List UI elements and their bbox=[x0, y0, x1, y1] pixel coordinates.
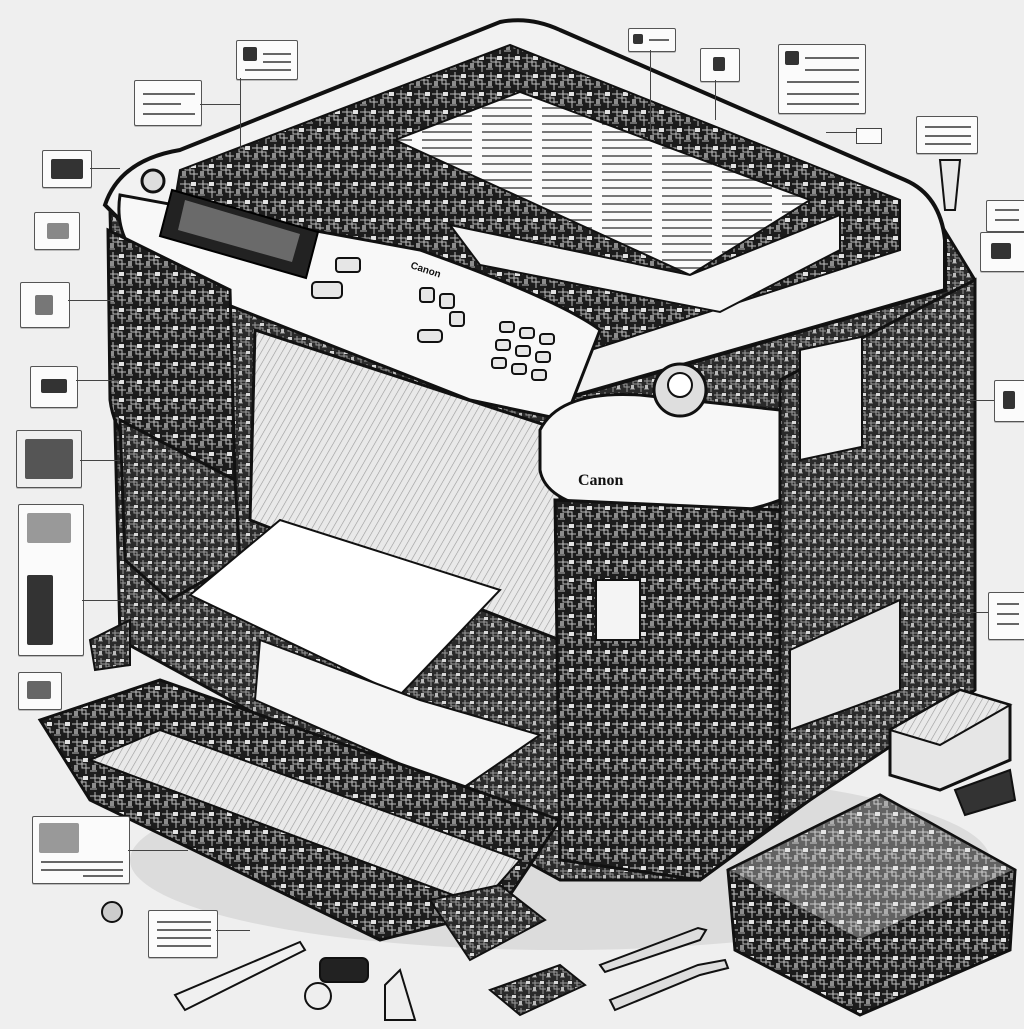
small-component-right bbox=[953, 768, 1017, 817]
paper-cassette-side bbox=[789, 598, 901, 732]
leader-line bbox=[240, 78, 241, 148]
callout-left-3 bbox=[20, 282, 70, 328]
leader-line bbox=[964, 400, 994, 401]
leader-line bbox=[856, 128, 882, 144]
leader-line bbox=[80, 460, 120, 461]
callout-top-right-2 bbox=[778, 44, 866, 114]
keypad bbox=[311, 257, 555, 381]
callout-left-6 bbox=[18, 504, 84, 656]
callout-left-2 bbox=[34, 212, 80, 250]
callout-top-center bbox=[628, 28, 676, 52]
front-brand-label: Canon bbox=[578, 472, 623, 489]
callout-right-4 bbox=[994, 380, 1024, 422]
roller-part bbox=[101, 901, 123, 923]
leader-line bbox=[200, 104, 240, 105]
document-curl bbox=[447, 213, 841, 314]
leader-line bbox=[128, 850, 188, 851]
callout-top-left-1 bbox=[236, 40, 298, 80]
callout-right-2 bbox=[986, 200, 1024, 232]
connector-part bbox=[88, 618, 131, 672]
leader-line bbox=[82, 600, 122, 601]
printed-sheet bbox=[188, 518, 502, 697]
chip-part bbox=[319, 957, 369, 983]
motor-part bbox=[428, 883, 547, 962]
leader-line bbox=[715, 80, 716, 120]
output-paper bbox=[253, 638, 543, 792]
board-part bbox=[488, 963, 587, 1017]
callout-top-left-2 bbox=[134, 80, 202, 126]
column-label-card bbox=[595, 579, 641, 641]
callout-left-1 bbox=[42, 150, 92, 188]
right-label-card bbox=[799, 335, 863, 462]
cartridge-block bbox=[887, 688, 1013, 792]
callout-right-3 bbox=[980, 232, 1024, 272]
callout-right-1 bbox=[916, 116, 978, 154]
leader-line bbox=[650, 50, 651, 130]
callout-top-right-1 bbox=[700, 48, 740, 82]
gear-part bbox=[304, 982, 332, 1010]
callout-bottom-center bbox=[148, 910, 218, 958]
bottle-part bbox=[384, 968, 417, 1021]
leader-line bbox=[68, 300, 114, 301]
leader-line bbox=[76, 380, 120, 381]
pen-tool bbox=[598, 926, 708, 974]
callout-right-5 bbox=[988, 592, 1024, 640]
leader-line bbox=[826, 132, 856, 133]
leader-line bbox=[216, 930, 250, 931]
leader-line bbox=[950, 612, 988, 613]
screwdriver-tool bbox=[608, 958, 730, 1012]
callout-bottom-left bbox=[32, 816, 130, 884]
nozzle-part bbox=[938, 159, 962, 211]
callout-left-4 bbox=[30, 366, 78, 408]
right-cutaway-column bbox=[553, 498, 782, 882]
leader-line bbox=[90, 168, 120, 169]
parts-bin bbox=[725, 793, 1018, 1017]
power-button bbox=[140, 168, 166, 194]
left-lower-cutaway bbox=[118, 417, 242, 602]
callout-left-7 bbox=[18, 672, 62, 710]
scanner-document bbox=[392, 90, 813, 277]
stylus-tool bbox=[173, 940, 307, 1012]
callout-left-5 bbox=[16, 430, 82, 488]
